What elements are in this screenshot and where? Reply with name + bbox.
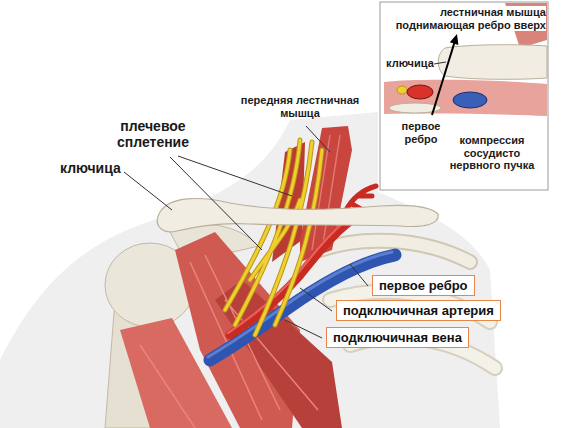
inset-panel [380,2,548,190]
inset-panel-part [384,80,547,116]
inset-panel-part [453,92,487,108]
label-box: подключичная артерия [336,300,501,321]
leader-lines-part [306,126,330,152]
inset-panel-part [438,45,547,80]
clavicle-bone [157,199,438,232]
part-label: плечевое сплетение [98,118,208,150]
leader-lines-part [124,172,172,210]
brachial-plexus [225,140,322,335]
inset-label: компрессия сосудисто нервного пучка [440,134,544,172]
brachial-plexus-part [225,140,322,335]
inset-panel-part [434,62,446,64]
box-text: подключичная вена [333,330,462,345]
leader-lines-part [285,320,322,338]
leader-lines-part [350,264,368,286]
inset-panel-part [407,85,433,99]
inset-caption: лестничная мышца поднимающая ребро вверх [382,6,546,31]
box-text: первое ребро [379,278,468,293]
leader-lines-part [300,288,332,311]
leader-lines-part [170,157,262,250]
brachial-plexus-part [225,140,322,335]
part-label: ключица [60,160,121,176]
inset-panel-part [450,34,459,45]
inset-panel-part [380,2,548,190]
box-text: подключичная артерия [343,303,494,318]
inset-panel-part [397,86,407,94]
leader-lines-part [178,156,292,196]
label-box: подключичная вена [326,327,469,348]
inset-label: первое ребро [396,120,446,145]
inset-label: ключица [386,57,434,70]
leader-lines [124,126,368,338]
part-label: передняя лестничная мышца [232,94,368,119]
label-box: первое ребро [372,275,475,296]
inset-panel-part [432,43,454,115]
